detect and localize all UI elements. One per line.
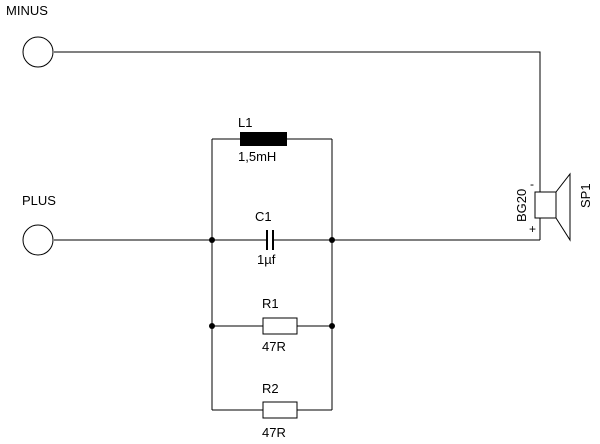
capacitor-ref: C1 xyxy=(255,209,272,224)
r2-value: 47R xyxy=(262,425,286,440)
junction-dot xyxy=(209,237,215,243)
r2-ref: R2 xyxy=(262,381,279,396)
capacitor-value: 1µf xyxy=(257,252,276,267)
inductor-ref: L1 xyxy=(238,115,252,130)
speaker-cone xyxy=(555,172,571,242)
speaker-type: BG20 xyxy=(514,189,529,222)
speaker-minus-mark: - xyxy=(530,177,534,191)
junction-dot xyxy=(209,323,215,329)
speaker-plus-mark: + xyxy=(529,222,536,236)
minus-wire xyxy=(54,51,541,192)
junction-dot xyxy=(329,237,335,243)
junction-dot xyxy=(329,323,335,329)
minus-label: MINUS xyxy=(6,3,48,18)
minus-terminal xyxy=(22,36,54,68)
inductor-l1 xyxy=(240,132,287,146)
speaker-body xyxy=(534,191,557,219)
r1-ref: R1 xyxy=(262,296,279,311)
r1-value: 47R xyxy=(262,339,286,354)
speaker-ref: SP1 xyxy=(578,183,593,208)
plus-label: PLUS xyxy=(22,193,56,208)
resistor-r2 xyxy=(262,401,298,419)
plus-terminal xyxy=(22,224,54,256)
inductor-value: 1,5mH xyxy=(238,149,276,164)
resistor-r1 xyxy=(262,317,298,335)
